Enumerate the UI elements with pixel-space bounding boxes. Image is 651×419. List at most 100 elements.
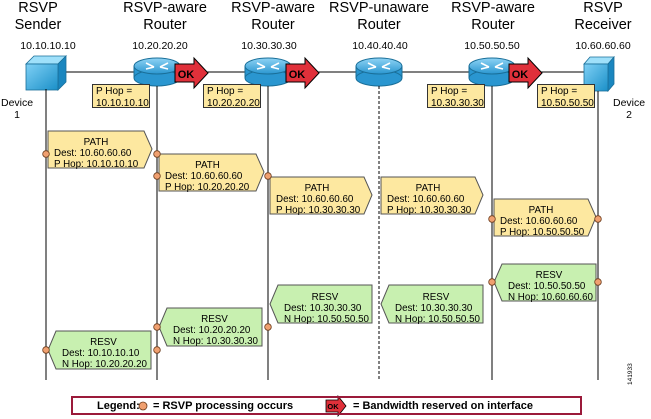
router-icon-3 [468, 57, 516, 87]
resv-hop: N Hop: 10.50.50.50 [284, 314, 369, 325]
path-dest: Dest: 10.60.60.60 [54, 148, 132, 159]
hop-box-value: 10.50.50.50 [541, 97, 594, 109]
path-hop: P Hop: 10.50.50.50 [500, 227, 585, 238]
resv-message-2: RESV Dest: 10.30.30.30 N Hop: 10.50.50.5… [278, 292, 372, 325]
resv-shape-2 [269, 284, 373, 324]
resv-hop: N Hop: 10.60.60.60 [508, 292, 593, 303]
processing-dot [594, 278, 602, 286]
legend-bandwidth-text: = Bandwidth reserved on interface [353, 400, 534, 412]
path-title: PATH [304, 183, 330, 194]
processing-dot [488, 278, 496, 286]
node-title-router-3: RSVP-aware Router [451, 0, 535, 33]
device-1-label: Device 1 [1, 97, 34, 121]
resv-dest: Dest: 10.10.10.10 [62, 348, 140, 359]
device-2-label: Device 2 [613, 97, 646, 121]
legend-ok-icon: OK [325, 394, 347, 418]
node-ip-router-unaware: 10.40.40.40 [352, 40, 408, 52]
ok-bandwidth-arrow-1: OK [174, 56, 209, 90]
hop-box-1: P Hop = 10.10.10.10 [92, 84, 150, 109]
path-shape-5 [493, 198, 597, 237]
path-hop: P Hop: 10.10.10.10 [54, 159, 139, 170]
node-title-router-2: RSVP-aware Router [231, 0, 315, 33]
processing-dot [153, 172, 161, 180]
path-dest: Dest: 10.60.60.60 [500, 216, 578, 227]
resv-shape-4 [158, 307, 263, 347]
resv-title: RESV [422, 292, 450, 303]
hop-box-value: 10.30.30.30 [431, 97, 484, 109]
path-message-3: PATH Dest: 10.60.60.60 P Hop: 10.30.30.3… [270, 183, 364, 216]
hop-box-label: P Hop = [431, 86, 468, 97]
processing-dot [594, 215, 602, 223]
ok-label: OK [178, 69, 195, 81]
node-ip-receiver: 10.60.60.60 [575, 40, 631, 52]
path-title: PATH [415, 183, 441, 194]
path-hop: P Hop: 10.30.30.30 [387, 205, 472, 216]
resv-title: RESV [535, 270, 563, 281]
hop-box-label: P Hop = [541, 86, 578, 97]
node-title-router-unaware: RSVP-unaware Router [329, 0, 429, 33]
processing-dot [264, 323, 272, 331]
hop-box-value: 10.20.20.20 [207, 97, 260, 109]
path-dest: Dest: 10.60.60.60 [387, 194, 465, 205]
processing-dot [488, 215, 496, 223]
ok-label: OK [289, 69, 306, 81]
resv-dest: Dest: 10.50.50.50 [508, 281, 586, 292]
node-ip-router-1: 10.20.20.20 [132, 40, 188, 52]
router-icon-2 [244, 57, 292, 87]
processing-dot [264, 172, 272, 180]
legend-label: Legend: [97, 400, 140, 412]
resv-message-3: RESV Dest: 10.30.30.30 N Hop: 10.50.50.5… [389, 292, 483, 325]
ok-label: OK [512, 69, 529, 81]
ok-bandwidth-arrow-3: OK [508, 56, 543, 90]
resv-shape-5 [47, 330, 152, 370]
path-title: PATH [528, 205, 554, 216]
resv-message-4: RESV Dest: 10.20.20.20 N Hop: 10.30.30.3… [167, 314, 262, 347]
path-dest: Dest: 10.60.60.60 [165, 171, 243, 182]
path-title: PATH [83, 137, 109, 148]
node-title-router-1: RSVP-aware Router [123, 0, 207, 33]
resv-hop: N Hop: 10.20.20.20 [62, 359, 147, 370]
node-ip-sender: 10.10.10.10 [20, 40, 76, 52]
path-title: PATH [195, 160, 220, 171]
path-message-5: PATH Dest: 10.60.60.60 P Hop: 10.50.50.5… [494, 205, 588, 238]
router-icon-unaware [355, 57, 403, 87]
legend-dot-icon [138, 401, 148, 411]
resv-shape-1 [493, 263, 597, 302]
resv-hop: N Hop: 10.30.30.30 [173, 336, 258, 347]
path-message-4: PATH Dest: 10.60.60.60 P Hop: 10.30.30.3… [381, 183, 475, 216]
resv-hop: N Hop: 10.50.50.50 [395, 314, 480, 325]
processing-dot [153, 346, 161, 354]
hop-box-label: P Hop = [207, 86, 244, 97]
path-dest: Dest: 10.60.60.60 [276, 194, 354, 205]
hop-box-value: 10.10.10.10 [96, 97, 149, 109]
node-title-receiver: RSVP Receiver [574, 0, 632, 33]
processing-dot [153, 323, 161, 331]
path-shape-2 [158, 153, 265, 192]
path-shape-1 [47, 130, 153, 169]
resv-message-1: RESV Dest: 10.50.50.50 N Hop: 10.60.60.6… [502, 270, 596, 303]
path-hop: P Hop: 10.20.20.20 [165, 182, 250, 193]
legend-ok-label: OK [327, 402, 339, 411]
receiver-host-icon [583, 55, 615, 93]
resv-dest: Dest: 10.30.30.30 [395, 303, 473, 314]
figure-number: 141933 [627, 363, 634, 385]
resv-title: RESV [311, 292, 339, 303]
sender-host-icon [25, 55, 67, 91]
hop-box-2: P Hop = 10.20.20.20 [203, 84, 261, 109]
hop-box-label: P Hop = [96, 86, 133, 97]
node-ip-router-3: 10.50.50.50 [464, 40, 520, 52]
ok-bandwidth-arrow-2: OK [285, 56, 320, 90]
resv-dest: Dest: 10.20.20.20 [173, 325, 251, 336]
path-message-2: PATH Dest: 10.60.60.60 P Hop: 10.20.20.2… [159, 160, 256, 193]
processing-dot [42, 150, 50, 158]
hop-box-4: P Hop = 10.50.50.50 [537, 84, 595, 109]
node-ip-router-2: 10.30.30.30 [241, 40, 297, 52]
resv-dest: Dest: 10.30.30.30 [284, 303, 362, 314]
node-title-sender: RSVP Sender [14, 0, 62, 33]
resv-title: RESV [90, 337, 117, 348]
resv-shape-3 [380, 284, 484, 324]
path-shape-3 [269, 176, 373, 215]
processing-dot [153, 150, 161, 158]
